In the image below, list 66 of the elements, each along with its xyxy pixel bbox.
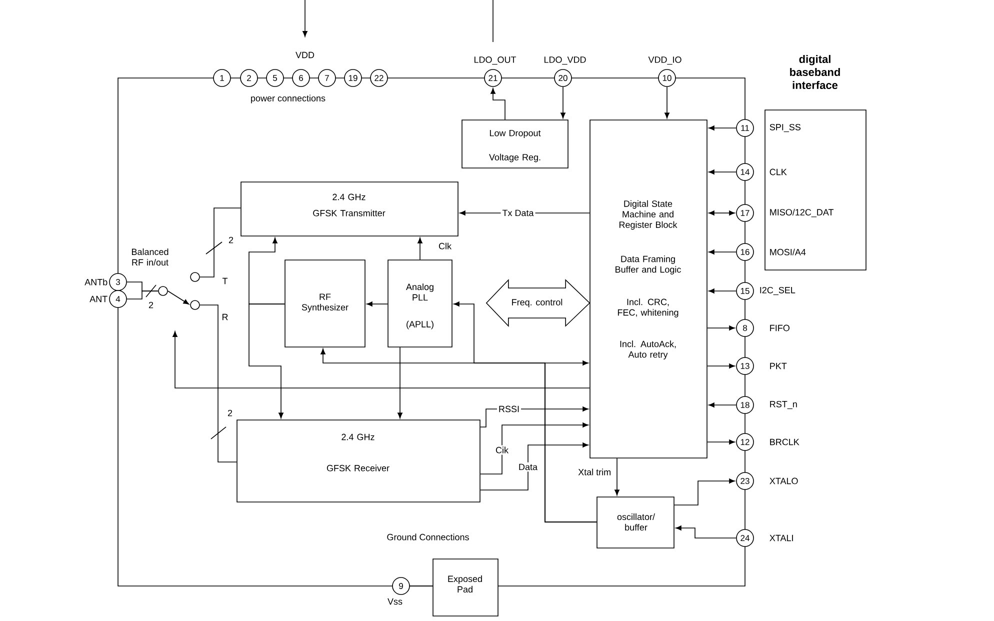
switch-contact [190, 300, 200, 310]
switch-contact [190, 272, 200, 282]
edge-label: RSSI [497, 404, 521, 414]
pin-label: BRCLK [770, 438, 800, 446]
pin-label: I2C_SEL [760, 286, 796, 296]
signal-label: 2 [228, 410, 232, 416]
pin-label: XTALO [770, 478, 798, 484]
arrow [320, 348, 597, 522]
arrow [708, 170, 736, 174]
edge-label: Cik [494, 445, 510, 455]
interface-box: digital baseband interface SPI_SS CLK MISO/12C_DAT MOSI/A4 [764, 54, 866, 270]
arrow [480, 406, 588, 428]
signal-label: 2 [228, 236, 234, 244]
pin-label: VDD_IO [648, 56, 682, 65]
logic-block: Digital State Machine and Register Block Data Framing Buffer and Logic Incl. CRC, FEC, whitening Incl. AutoAck, Auto retry [590, 120, 708, 458]
pin-label: LDO_OUT [474, 56, 516, 65]
pad-box: Exposed Pad [432, 558, 498, 616]
arrow [707, 364, 735, 368]
arrow [664, 86, 670, 118]
pll-box: Analog PLL (APLL) [388, 260, 452, 348]
arrow [168, 290, 190, 305]
arrow [480, 442, 588, 490]
synthesizer-box: RF Synthesizer [284, 260, 366, 348]
signal-label: R [222, 314, 228, 320]
pin-label: ANTb [84, 278, 108, 286]
signal-label: Ground Connections [387, 534, 469, 540]
switch-contact [158, 286, 168, 296]
signal-label: power connections [251, 94, 326, 104]
signal-label: 2 [148, 302, 154, 308]
arrow [418, 238, 422, 260]
arrow [560, 86, 566, 118]
signal-label: Balanced RF in/out [132, 248, 168, 266]
arrow [708, 126, 736, 130]
edge-label: Xtal trim [578, 468, 610, 476]
arrow [708, 402, 736, 408]
arrow [398, 347, 402, 418]
receiver-box: 2.4 GHz GFSK Receiver [236, 420, 480, 502]
edge-label: Tx Data [500, 208, 536, 218]
pin-label: RST_n [770, 400, 797, 410]
arrow [366, 302, 388, 306]
arrow [676, 526, 736, 538]
arrow [490, 88, 506, 120]
pin-label: LDO_VDD [544, 56, 586, 65]
pin-label: Vss [388, 598, 402, 605]
arrow [708, 210, 735, 216]
pin-label: ANT [90, 296, 108, 302]
arrow [248, 304, 285, 418]
signal-label: VDD [296, 52, 314, 58]
arrow [614, 458, 620, 496]
pin-label: XTALI [770, 534, 793, 542]
arrow [707, 326, 735, 330]
signal-label: T [222, 278, 228, 284]
pin-label: FIFO [770, 324, 790, 332]
arrow [172, 331, 590, 388]
edge-label: Clk [438, 242, 452, 250]
node-label: digital baseband interface [790, 54, 840, 90]
pin-label: PKT [770, 362, 787, 370]
regulator-box: Low Dropout Voltage Reg. [462, 120, 568, 168]
edge-label: Data [517, 462, 539, 472]
arrow [480, 422, 588, 474]
arrow [708, 288, 736, 294]
arrow [708, 250, 736, 254]
oscillator-box: oscillator/ buffer [596, 496, 674, 548]
arrow [707, 440, 735, 444]
arrow [674, 478, 735, 506]
transmitter-box: 2.4 GHz GFSK Transmitter [240, 182, 458, 236]
